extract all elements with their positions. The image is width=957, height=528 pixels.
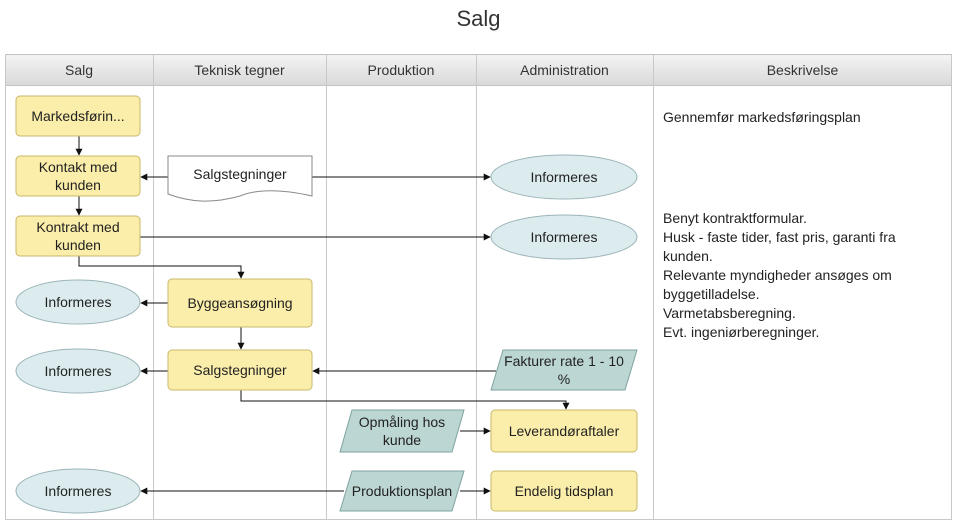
process-box — [490, 470, 638, 512]
node-label: Markedsførin... — [31, 108, 124, 124]
description-markedsforing: Gennemfør markedsføringsplan — [663, 108, 861, 127]
node-label: Informeres — [531, 229, 598, 245]
lane-divider — [326, 54, 327, 520]
connector-arrow — [78, 256, 245, 279]
description-line: Benyt kontraktformular. — [663, 210, 807, 226]
process-box — [15, 215, 141, 257]
terminal-ellipse — [15, 348, 141, 394]
lane-header-teknisk-tegner: Teknisk tegner — [194, 62, 285, 78]
node-label: Salgstegninger — [193, 362, 287, 378]
process-box — [490, 409, 638, 453]
process-box — [15, 95, 141, 137]
description-kontrakt: Benyt kontraktformular. Husk - faste tid… — [663, 209, 896, 342]
data-parallelogram — [339, 470, 465, 512]
process-box — [15, 155, 141, 197]
node-label: Informeres — [45, 294, 112, 310]
node-markedsforing: Markedsførin... — [15, 95, 141, 137]
terminal-ellipse — [490, 214, 638, 260]
description-line: Varmetabsberegning. — [663, 305, 796, 321]
lane-header-produktion: Produktion — [367, 62, 435, 78]
lane-divider — [653, 54, 654, 520]
node-label: % — [558, 371, 570, 387]
node-label: Endelig tidsplan — [515, 483, 614, 499]
node-label: Salgstegninger — [193, 166, 287, 182]
description-line: Husk - faste tider, fast pris, garanti f… — [663, 229, 896, 245]
description-line: Evt. ingeniørberegninger. — [663, 324, 820, 340]
node-byggeansogning: Byggeansøgning — [167, 278, 313, 328]
node-label: kunden — [55, 237, 101, 253]
node-salgstegninger2: Salgstegninger — [167, 349, 313, 391]
lane-header-salg: Salg — [64, 62, 94, 78]
description-line: kunden. — [663, 248, 713, 264]
node-kontrakt: Kontrakt med kunden — [15, 215, 141, 257]
node-salgstegninger-doc: Salgstegninger — [167, 155, 313, 202]
node-leverandor: Leverandøraftaler — [490, 409, 638, 453]
connector-arrow — [240, 390, 570, 410]
node-label: Informeres — [45, 363, 112, 379]
node-informeres-admin2: Informeres — [490, 214, 638, 260]
node-produktionsplan: Produktionsplan — [339, 470, 465, 512]
terminal-ellipse — [15, 279, 141, 325]
node-informeres3: Informeres — [15, 468, 141, 514]
description-line: Relevante myndigheder ansøges om — [663, 267, 892, 283]
data-parallelogram — [339, 409, 465, 453]
node-label: Kontrakt med — [36, 219, 119, 235]
diagram-title: Salg — [456, 6, 501, 31]
node-kontakt: Kontakt med kunden — [15, 155, 141, 197]
lane-bottom-border — [5, 519, 952, 520]
lane-header-bar — [5, 54, 952, 86]
description-line: Gennemfør markedsføringsplan — [663, 109, 861, 125]
node-label: kunden — [55, 177, 101, 193]
data-parallelogram — [490, 349, 638, 391]
lane-divider — [153, 54, 154, 520]
lane-header-administration: Administration — [520, 62, 609, 78]
lane-divider — [5, 54, 6, 520]
node-label: Informeres — [45, 483, 112, 499]
node-informeres2: Informeres — [15, 348, 141, 394]
node-opmaling: Opmåling hos kunde — [339, 409, 465, 453]
terminal-ellipse — [490, 154, 638, 200]
node-label: Byggeansøgning — [187, 295, 292, 311]
node-label: Fakturer rate 1 - 10 — [504, 353, 624, 369]
node-tidsplan: Endelig tidsplan — [490, 470, 638, 512]
node-label: Opmåling hos — [359, 414, 445, 430]
node-informeres-admin1: Informeres — [490, 154, 638, 200]
lane-header-beskrivelse: Beskrivelse — [766, 62, 839, 78]
lane-divider — [951, 54, 952, 520]
node-fakturer: Fakturer rate 1 - 10% — [490, 349, 638, 391]
description-line: byggetilladelse. — [663, 286, 760, 302]
node-informeres1: Informeres — [15, 279, 141, 325]
process-box — [167, 278, 313, 328]
node-label: Leverandøraftaler — [509, 423, 620, 439]
node-label: Produktionsplan — [352, 483, 452, 499]
process-box — [167, 349, 313, 391]
node-label: Informeres — [531, 169, 598, 185]
document-shape — [167, 155, 313, 202]
node-label: Kontakt med — [39, 159, 118, 175]
node-label: kunde — [383, 432, 421, 448]
lane-divider — [476, 54, 477, 520]
terminal-ellipse — [15, 468, 141, 514]
